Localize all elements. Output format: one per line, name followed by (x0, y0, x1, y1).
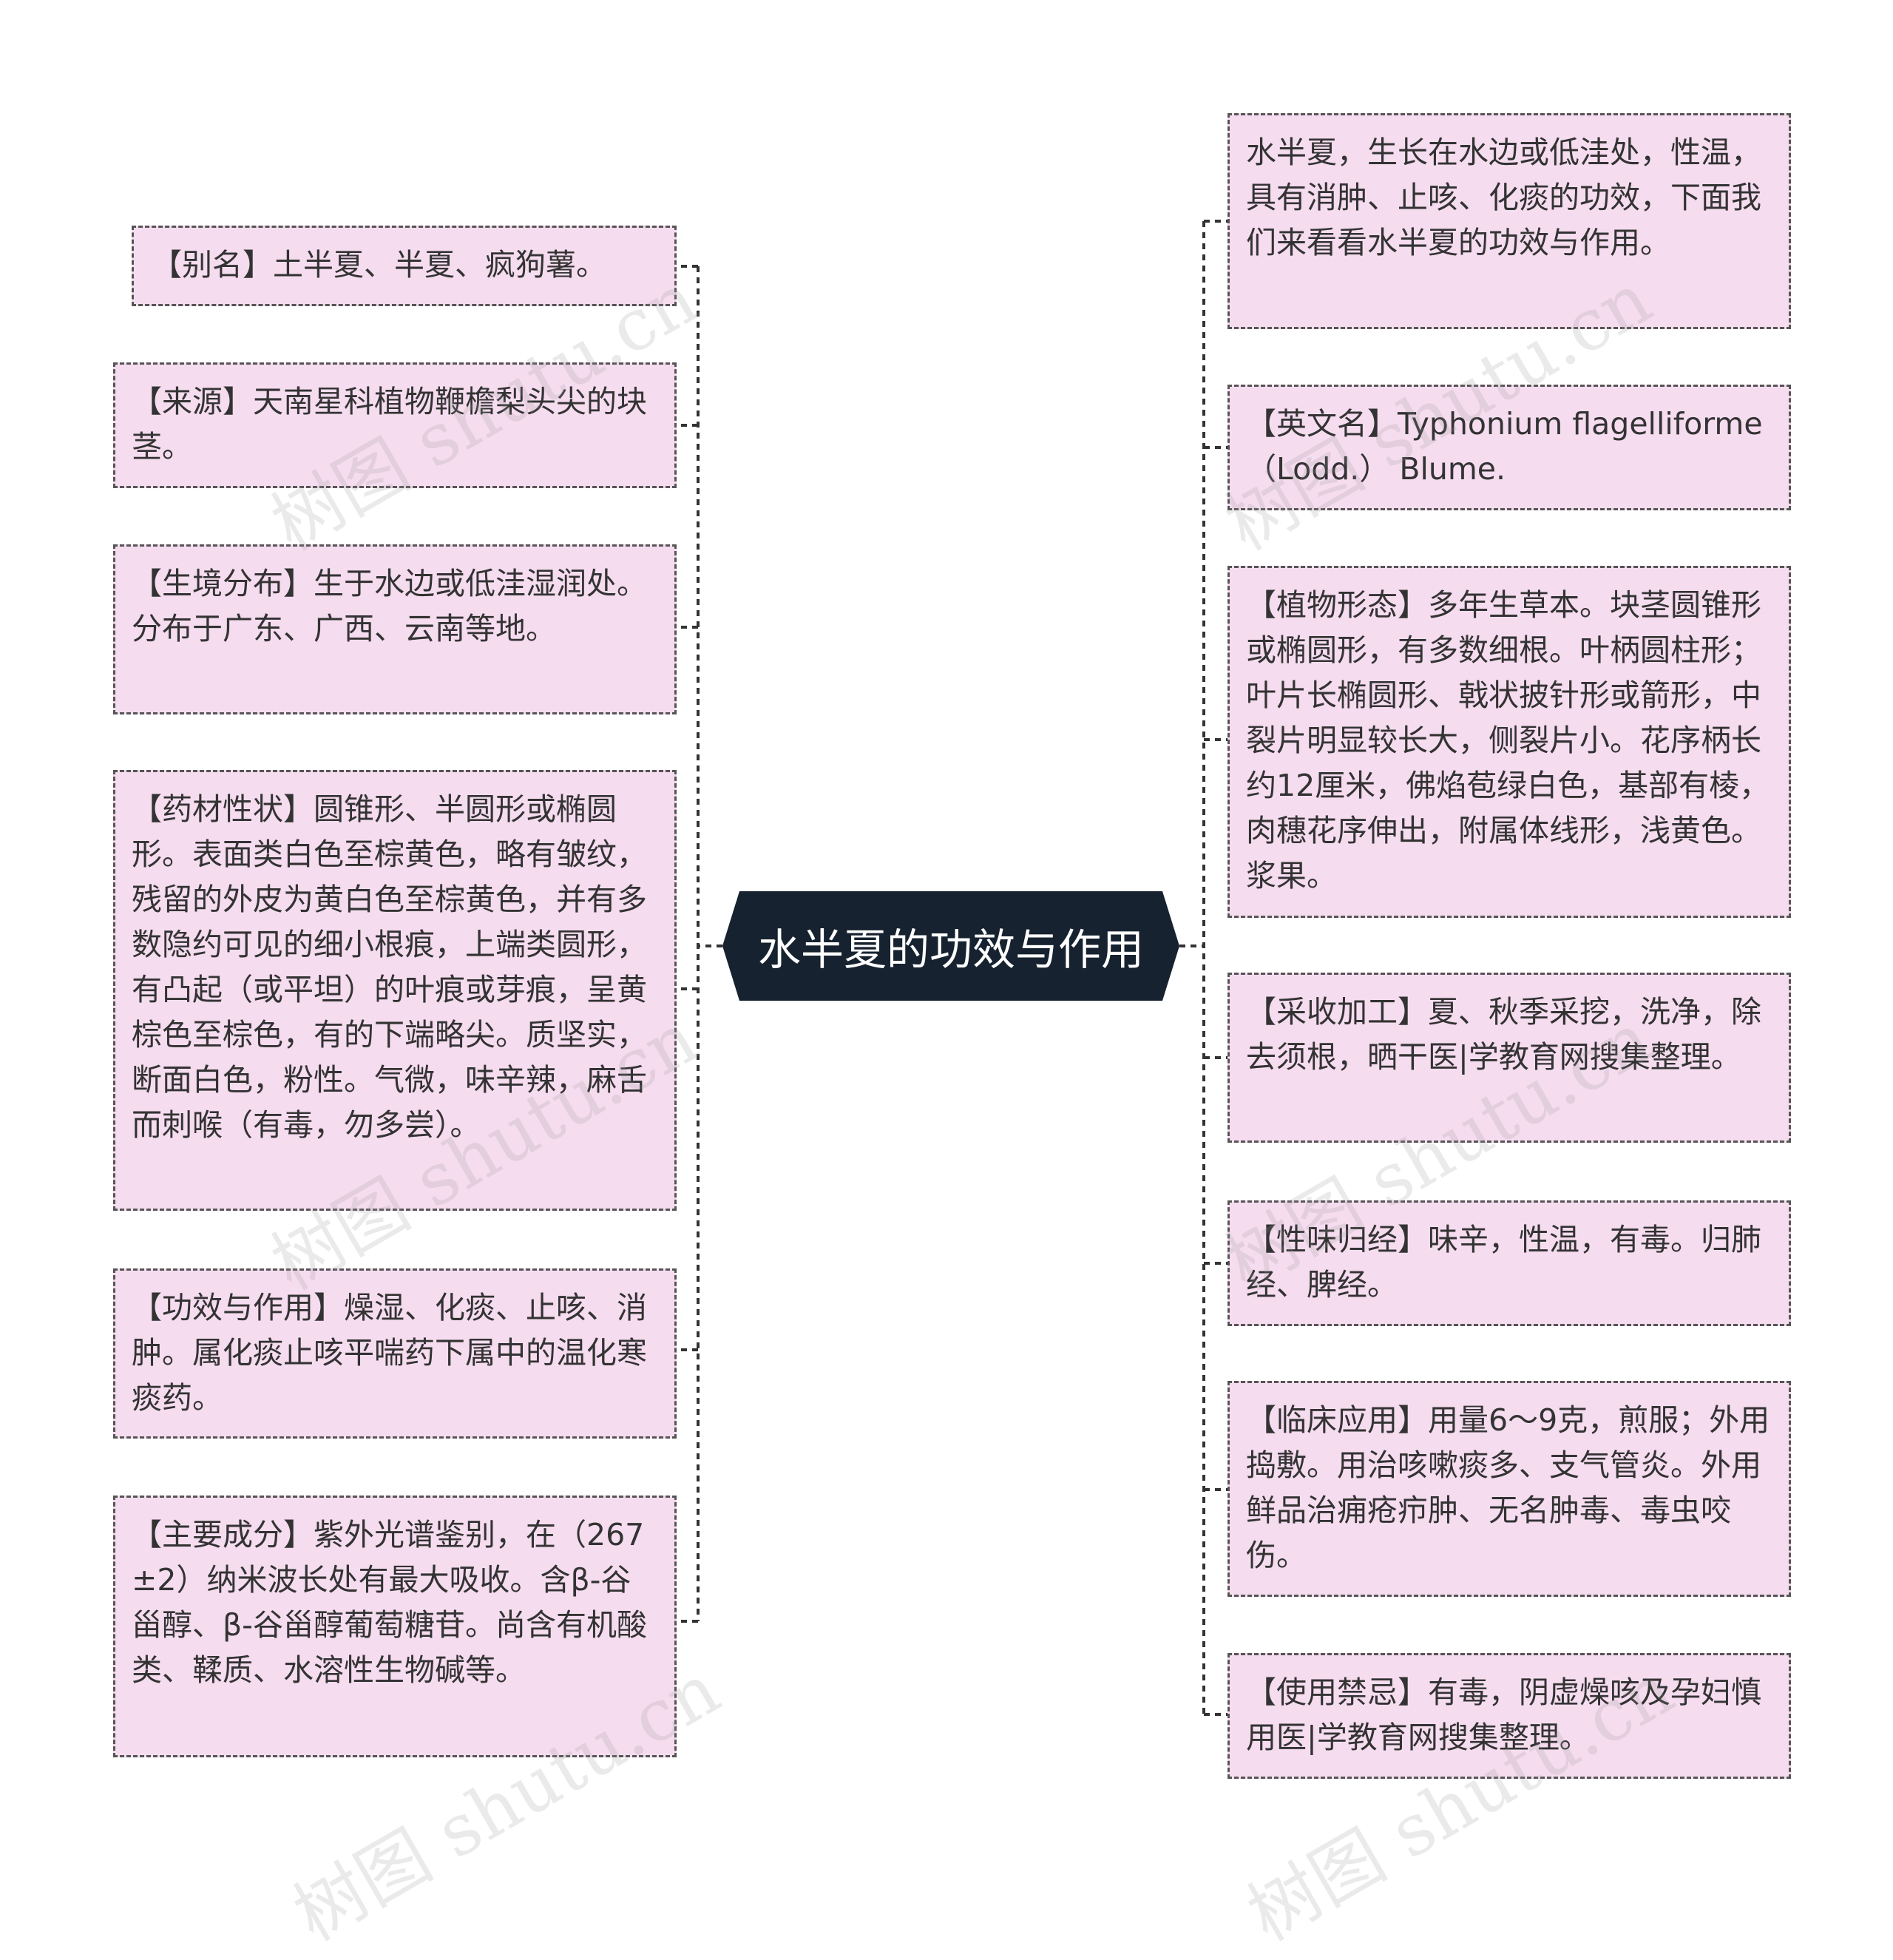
topic-english-name[interactable]: 【英文名】Typhonium flagelliforme （Lodd.） Blu… (1227, 385, 1791, 510)
topic-morphology-text: 【植物形态】多年生草本。块茎圆锥形或椭圆形，有多数细根。叶柄圆柱形；叶片长椭圆形… (1246, 587, 1770, 893)
topic-intro-text: 水半夏，生长在水边或低洼处，性温，具有消肿、止咳、化痰的功效，下面我们来看看水半… (1246, 135, 1761, 260)
topic-source-text: 【来源】天南星科植物鞭檐梨头尖的块茎。 (132, 384, 647, 464)
topic-contraindications-text: 【使用禁忌】有毒，阴虚燥咳及孕妇慎用医|学教育网搜集整理。 (1246, 1675, 1761, 1755)
root-topic[interactable]: 水半夏的功效与作用 (722, 891, 1179, 1001)
topic-herb-properties[interactable]: 【药材性状】圆锥形、半圆形或椭圆形。表面类白色至棕黄色，略有皱纹，残留的外皮为黄… (113, 770, 677, 1211)
topic-alias-text: 【别名】土半夏、半夏、疯狗薯。 (152, 247, 606, 283)
topic-nature-meridian[interactable]: 【性味归经】味辛，性温，有毒。归肺经、脾经。 (1227, 1200, 1791, 1326)
topic-morphology[interactable]: 【植物形态】多年生草本。块茎圆锥形或椭圆形，有多数细根。叶柄圆柱形；叶片长椭圆形… (1227, 566, 1791, 918)
topic-english-name-text: 【英文名】Typhonium flagelliforme （Lodd.） Blu… (1246, 406, 1763, 487)
topic-contraindications[interactable]: 【使用禁忌】有毒，阴虚燥咳及孕妇慎用医|学教育网搜集整理。 (1227, 1653, 1791, 1779)
left-connector-trunk (697, 266, 722, 1621)
topic-clinical-use[interactable]: 【临床应用】用量6～9克，煎服；外用捣敷。用治咳嗽痰多、支气管炎。外用鲜品治痈疮… (1227, 1381, 1791, 1597)
mindmap-canvas: 水半夏的功效与作用 【别名】土半夏、半夏、疯狗薯。 【来源】天南星科植物鞭檐梨头… (113, 113, 1791, 1957)
topic-source[interactable]: 【来源】天南星科植物鞭檐梨头尖的块茎。 (113, 362, 677, 488)
topic-herb-properties-text: 【药材性状】圆锥形、半圆形或椭圆形。表面类白色至棕黄色，略有皱纹，残留的外皮为黄… (132, 791, 647, 1143)
root-topic-label: 水半夏的功效与作用 (757, 925, 1144, 975)
topic-components-text: 【主要成分】紫外光谱鉴别，在（267±2）纳米波长处有最大吸收。含β-谷甾醇、β… (132, 1517, 647, 1688)
topic-nature-meridian-text: 【性味归经】味辛，性温，有毒。归肺经、脾经。 (1246, 1222, 1761, 1302)
topic-harvest-text: 【采收加工】夏、秋季采挖，洗净，除去须根，晒干医|学教育网搜集整理。 (1246, 994, 1761, 1075)
topic-efficacy[interactable]: 【功效与作用】燥湿、化痰、止咳、消肿。属化痰止咳平喘药下属中的温化寒痰药。 (113, 1268, 677, 1439)
topic-efficacy-text: 【功效与作用】燥湿、化痰、止咳、消肿。属化痰止咳平喘药下属中的温化寒痰药。 (132, 1290, 647, 1416)
topic-components[interactable]: 【主要成分】紫外光谱鉴别，在（267±2）纳米波长处有最大吸收。含β-谷甾醇、β… (113, 1496, 677, 1757)
topic-habitat-text: 【生境分布】生于水边或低洼湿润处。分布于广东、广西、云南等地。 (132, 566, 647, 646)
topic-intro[interactable]: 水半夏，生长在水边或低洼处，性温，具有消肿、止咳、化痰的功效，下面我们来看看水半… (1227, 113, 1791, 329)
connector-lines (677, 220, 1227, 1716)
topic-harvest[interactable]: 【采收加工】夏、秋季采挖，洗净，除去须根，晒干医|学教育网搜集整理。 (1227, 973, 1791, 1143)
topic-clinical-use-text: 【临床应用】用量6～9克，煎服；外用捣敷。用治咳嗽痰多、支气管炎。外用鲜品治痈疮… (1246, 1402, 1770, 1573)
topic-alias[interactable]: 【别名】土半夏、半夏、疯狗薯。 (132, 226, 677, 306)
topic-habitat[interactable]: 【生境分布】生于水边或低洼湿润处。分布于广东、广西、云南等地。 (113, 544, 677, 714)
right-connector-trunk (1179, 221, 1205, 1714)
